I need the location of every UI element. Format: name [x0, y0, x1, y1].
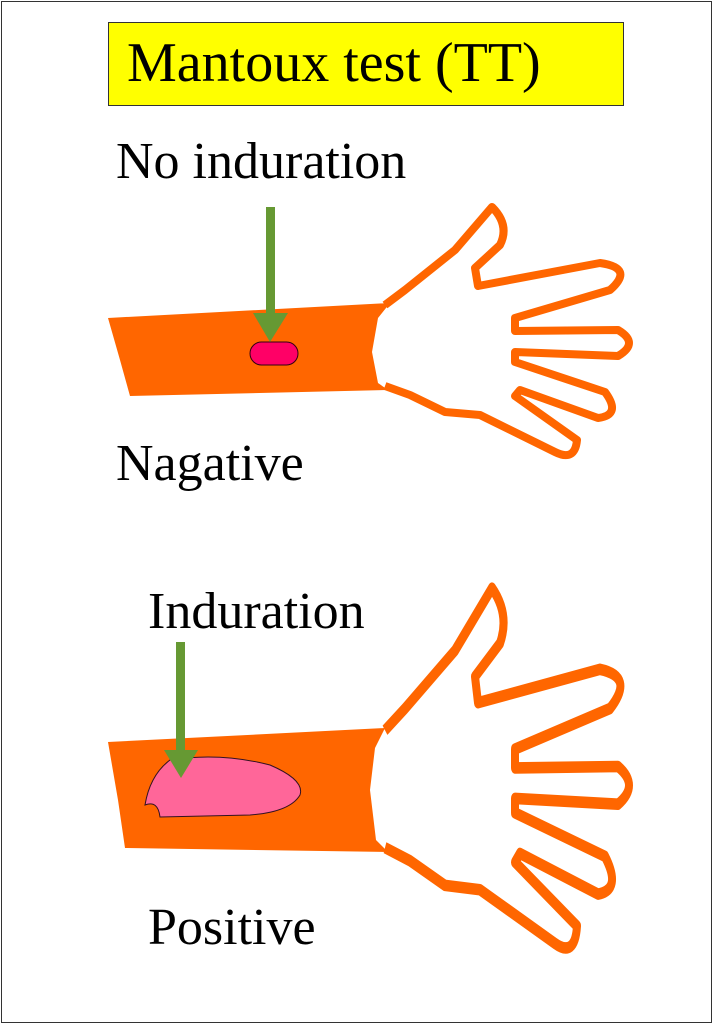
positive-label: Positive [148, 899, 316, 956]
no-induration-label: No induration [116, 133, 407, 190]
arrow-shaft [176, 642, 185, 752]
no-induration-spot [249, 341, 299, 366]
negative-arm [108, 207, 629, 455]
hand-outline [385, 207, 629, 455]
positive-arm [108, 588, 629, 948]
arrow-head [164, 750, 198, 778]
page-title: Mantoux test (TT) [127, 32, 541, 94]
hand-outline [385, 588, 629, 948]
arrow-shaft [266, 207, 275, 315]
arrow-head [253, 313, 288, 342]
negative-label: Nagative [116, 435, 304, 492]
induration-label: Induration [148, 583, 365, 640]
forearm [108, 303, 390, 396]
title-box: Mantoux test (TT) [108, 22, 624, 106]
